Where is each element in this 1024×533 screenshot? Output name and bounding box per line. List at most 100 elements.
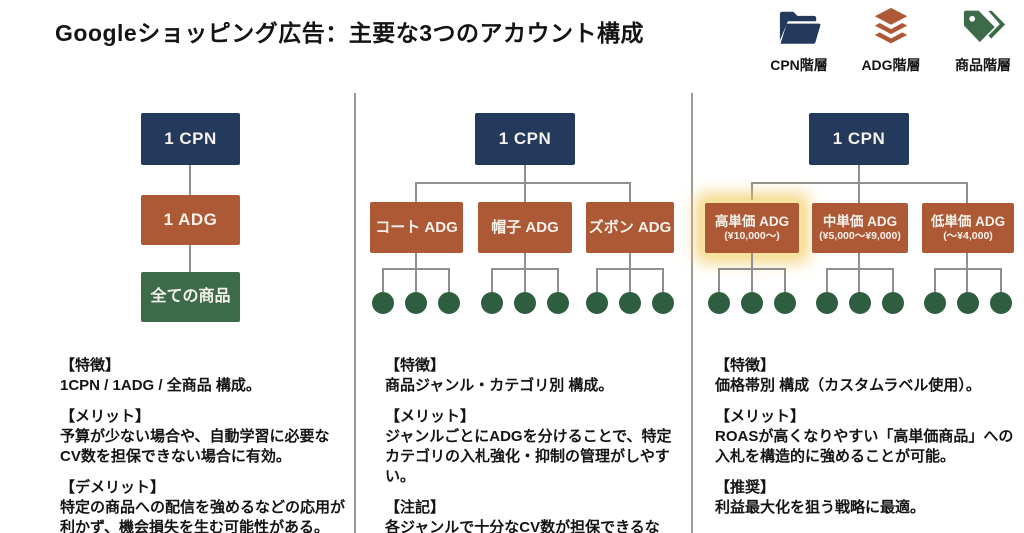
- column-divider: [691, 93, 693, 533]
- connector-line: [524, 253, 526, 268]
- column-divider: [354, 93, 356, 533]
- legend-item-product: 商品階層: [948, 6, 1018, 75]
- connector-line: [751, 182, 753, 203]
- connector-line: [629, 253, 631, 268]
- product-dot: [774, 292, 796, 314]
- cpn-node-col3: 1 CPN: [809, 113, 909, 165]
- connector-line: [858, 268, 860, 293]
- note-section: 【特徴】 1CPN / 1ADG / 全商品 構成。: [60, 356, 350, 396]
- adg-price-range: (〜¥4,000): [943, 230, 993, 243]
- adg-node-col1: 1 ADG: [141, 195, 240, 245]
- note-section: 【特徴】 価格帯別 構成（カスタムラベル使用）。: [715, 356, 1015, 396]
- legend-label: ADG階層: [861, 57, 921, 73]
- connector-line: [892, 268, 894, 293]
- adg-label: 中単価 ADG: [822, 213, 898, 229]
- note-body: 予算が少ない場合や、自動学習に必要なCV数を担保できない場合に有効。: [60, 428, 330, 465]
- connector-line: [415, 268, 417, 293]
- note-heading: 【メリット】: [60, 408, 151, 425]
- note-heading: 【注記】: [385, 499, 446, 516]
- adg-label: 低単価 ADG: [930, 213, 1006, 229]
- connector-line: [524, 268, 526, 293]
- connector-line: [596, 268, 598, 293]
- cpn-node-col1: 1 CPN: [141, 113, 240, 165]
- connector-line: [415, 253, 417, 268]
- product-dot: [957, 292, 979, 314]
- legend-label: CPN階層: [770, 57, 828, 73]
- connector-line: [858, 182, 860, 203]
- note-section: 【メリット】 予算が少ない場合や、自動学習に必要なCV数を担保できない場合に有効…: [60, 407, 350, 467]
- note-section: 【メリット】 ジャンルごとにADGを分けることで、特定カテゴリの入札強化・抑制の…: [385, 407, 677, 487]
- adg-label: 高単価 ADG: [714, 213, 790, 229]
- connector-line: [382, 268, 384, 293]
- connector-line: [415, 182, 631, 184]
- note-body: 特定の商品への配信を強めるなどの応用が利かず、機会損失を生む可能性がある。: [60, 499, 346, 533]
- connector-line: [826, 268, 894, 270]
- connector-line: [524, 182, 526, 202]
- product-dot: [514, 292, 536, 314]
- connector-line: [448, 268, 450, 293]
- product-dot: [990, 292, 1012, 314]
- connector-line: [629, 182, 631, 202]
- adg-price-range: (¥5,000〜¥9,000): [819, 230, 901, 243]
- connector-line: [629, 268, 631, 293]
- connector-line: [784, 268, 786, 293]
- connector-line: [858, 165, 860, 182]
- cpn-node-col2: 1 CPN: [475, 113, 575, 165]
- note-section: 【デメリット】 特定の商品への配信を強めるなどの応用が利かず、機会損失を生む可能…: [60, 478, 350, 533]
- connector-line: [826, 268, 828, 293]
- note-section: 【注記】 各ジャンルで十分なCV数が担保できるなら、CPN単位で分割することも可…: [385, 498, 677, 533]
- adg-price-range: (¥10,000〜): [724, 230, 780, 243]
- adg-node-low-price: 低単価 ADG (〜¥4,000): [922, 203, 1014, 253]
- note-heading: 【推奨】: [715, 479, 776, 496]
- note-body: 各ジャンルで十分なCV数が担保できるなら、CPN単位で分割することも可能。: [385, 519, 660, 533]
- connector-line: [491, 268, 493, 293]
- note-body: ROASが高くなりやすい「高単価商品」への入札を構造的に強めることが可能。: [715, 428, 1014, 465]
- product-dot: [438, 292, 460, 314]
- adg-node-coat: コート ADG: [370, 202, 463, 253]
- product-dot: [708, 292, 730, 314]
- product-node-col1: 全ての商品: [141, 272, 240, 322]
- adg-node-hat: 帽子 ADG: [478, 202, 572, 253]
- legend-item-adg: ADG階層: [856, 6, 926, 75]
- note-body: 利益最大化を狙う戦略に最適。: [715, 499, 926, 516]
- layers-icon: [868, 6, 914, 53]
- connector-line: [966, 182, 968, 203]
- note-heading: 【デメリット】: [60, 479, 166, 496]
- connector-line: [751, 253, 753, 268]
- note-body: 価格帯別 構成（カスタムラベル使用）。: [715, 377, 981, 394]
- notes-col2: 【特徴】 商品ジャンル・カテゴリ別 構成。 【メリット】 ジャンルごとにADGを…: [385, 356, 677, 533]
- connector-line: [524, 165, 526, 182]
- adg-node-high-price: 高単価 ADG (¥10,000〜): [705, 203, 799, 253]
- adg-node-mid-price: 中単価 ADG (¥5,000〜¥9,000): [812, 203, 908, 253]
- note-body: 商品ジャンル・カテゴリ別 構成。: [385, 377, 614, 394]
- product-dot: [372, 292, 394, 314]
- note-section: 【推奨】 利益最大化を狙う戦略に最適。: [715, 478, 1015, 518]
- product-dot: [586, 292, 608, 314]
- note-section: 【メリット】 ROASが高くなりやすい「高単価商品」への入札を構造的に強めること…: [715, 407, 1015, 467]
- tags-icon: [960, 6, 1006, 53]
- note-heading: 【メリット】: [385, 408, 476, 425]
- note-heading: 【特徴】: [715, 357, 776, 374]
- connector-line: [189, 245, 191, 272]
- connector-line: [934, 268, 936, 293]
- connector-line: [934, 268, 1002, 270]
- note-heading: 【メリット】: [715, 408, 806, 425]
- connector-line: [557, 268, 559, 293]
- note-section: 【特徴】 商品ジャンル・カテゴリ別 構成。: [385, 356, 677, 396]
- product-dot: [849, 292, 871, 314]
- notes-col3: 【特徴】 価格帯別 構成（カスタムラベル使用）。 【メリット】 ROASが高くな…: [715, 356, 1015, 529]
- connector-line: [751, 268, 753, 293]
- product-dot: [547, 292, 569, 314]
- product-dot: [619, 292, 641, 314]
- product-dot: [882, 292, 904, 314]
- product-dot: [481, 292, 503, 314]
- connector-line: [415, 182, 417, 202]
- connector-line: [858, 253, 860, 268]
- connector-line: [966, 253, 968, 268]
- connector-line: [1000, 268, 1002, 293]
- product-dot: [924, 292, 946, 314]
- page-title: Googleショッピング広告：主要な3つのアカウント構成: [55, 20, 645, 46]
- product-dot: [741, 292, 763, 314]
- connector-line: [966, 268, 968, 293]
